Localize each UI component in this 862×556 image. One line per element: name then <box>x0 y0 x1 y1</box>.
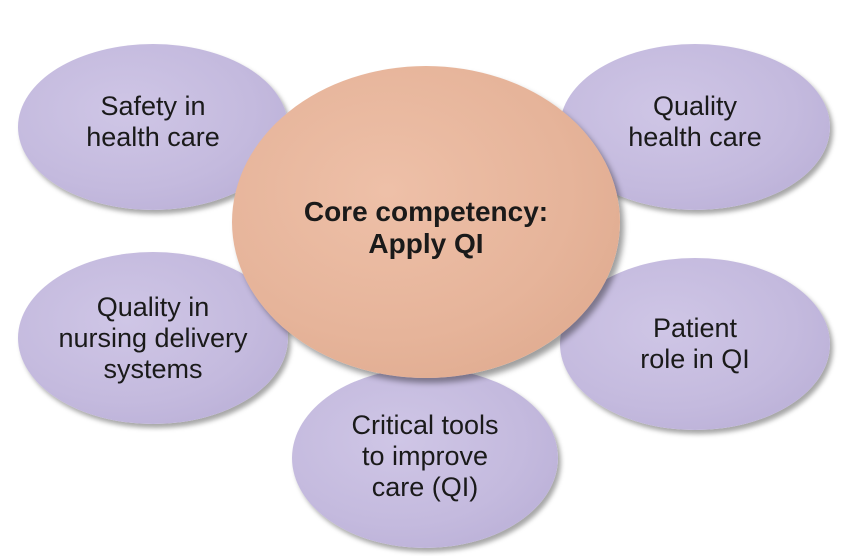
critical-tools-label: Critical tools to improve care (QI) <box>351 409 499 502</box>
quality-in-nursing-delivery-systems-node: Quality in nursing delivery systems <box>18 252 288 424</box>
safety-in-health-care-node: Safety in health care <box>18 44 288 210</box>
patient-role-in-qi-label: Patient role in QI <box>640 313 750 374</box>
core-competency-label: Core competency: Apply QI <box>303 196 549 259</box>
quality-in-nursing-delivery-systems-label: Quality in nursing delivery systems <box>58 291 248 384</box>
patient-role-in-qi-node: Patient role in QI <box>560 258 830 430</box>
core-competency-node: Core competency: Apply QI <box>232 66 620 378</box>
quality-health-care-label: Quality health care <box>628 91 762 152</box>
safety-in-health-care-label: Safety in health care <box>86 91 220 152</box>
critical-tools-node: Critical tools to improve care (QI) <box>292 368 558 548</box>
